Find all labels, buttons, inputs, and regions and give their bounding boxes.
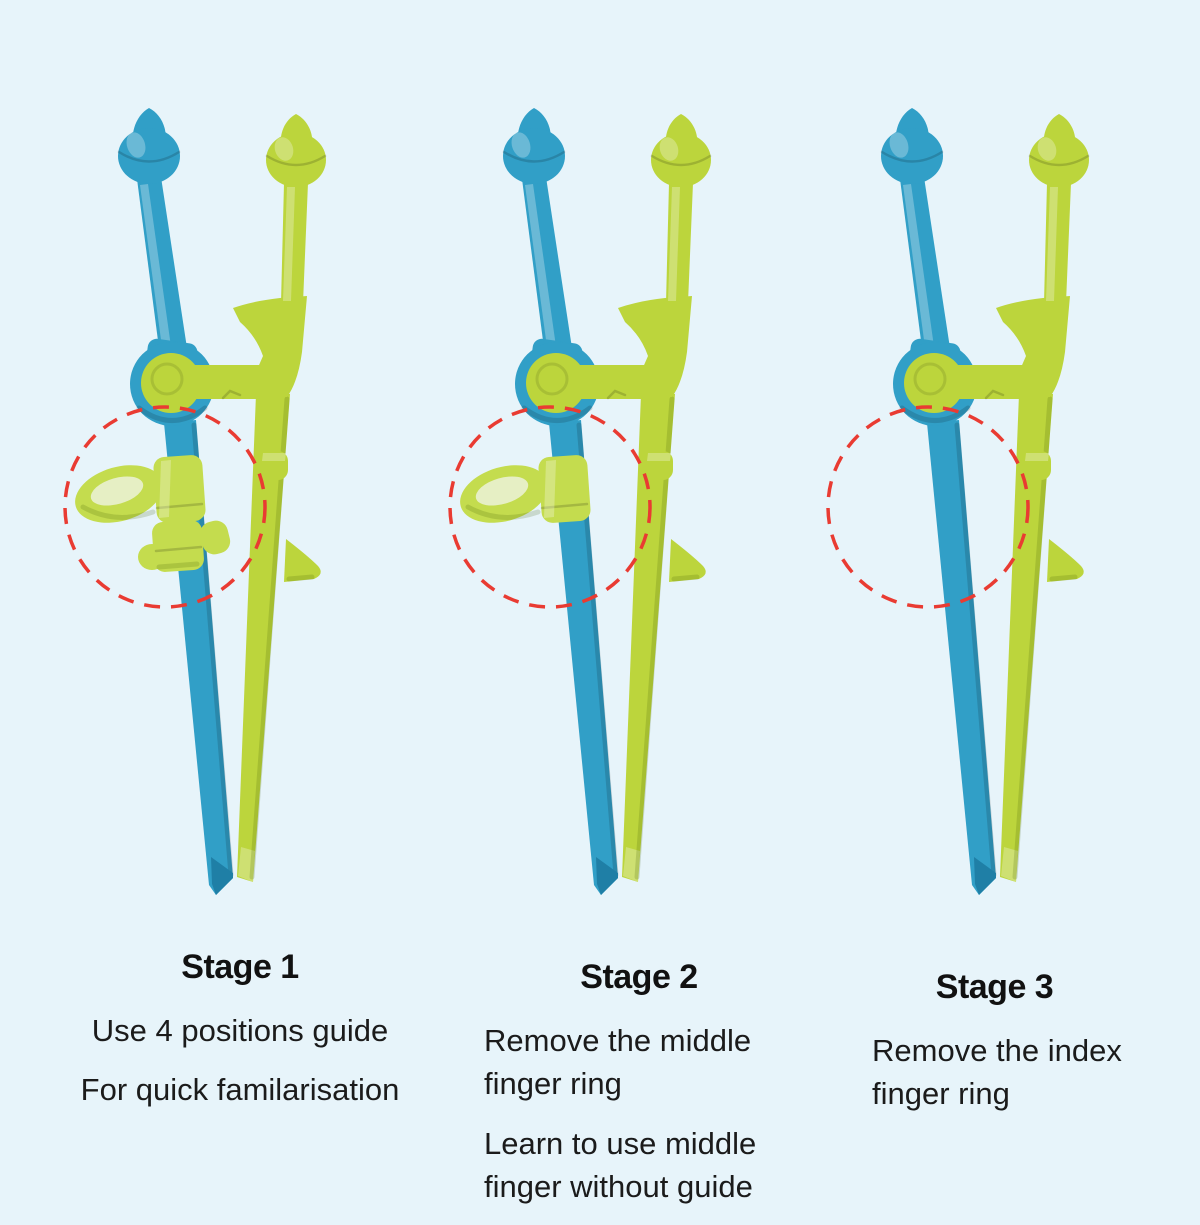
- green-bracket: [233, 296, 307, 397]
- green-upper-stick: [1044, 183, 1071, 303]
- thumb-rest: [1047, 539, 1084, 582]
- green-bracket: [618, 296, 692, 397]
- blue-tip: [974, 857, 996, 895]
- index-ring-sleeve: [153, 455, 206, 523]
- blue-tip: [211, 857, 233, 895]
- chopsticks-illustration-stage-2: [440, 95, 770, 925]
- green-bracket: [996, 296, 1070, 397]
- hinge-button: [152, 364, 182, 394]
- middle-ring-sleeve: [152, 520, 204, 572]
- green-step: [1024, 451, 1051, 480]
- blue-lower-stick: [927, 420, 996, 895]
- blue-tip: [596, 857, 618, 895]
- description-line: Remove the middle finger ring: [484, 1023, 752, 1102]
- chopsticks-illustration-stage-1: [55, 95, 385, 925]
- green-chopstick: [141, 114, 327, 882]
- green-step: [646, 451, 673, 480]
- blue-knob: [880, 108, 944, 184]
- blue-knob: [502, 108, 566, 184]
- index-ring-sleeve: [538, 455, 591, 523]
- green-chopstick: [526, 114, 712, 882]
- description-line: For quick familarisation: [80, 1072, 400, 1108]
- stage-3-description: Remove the index finger ring: [872, 1029, 1157, 1116]
- middle-finger-ring: [138, 520, 231, 572]
- blue-upper-stick: [900, 177, 955, 387]
- green-chopstick: [904, 114, 1090, 882]
- description-line: Learn to use middle finger without guide: [484, 1125, 757, 1205]
- middle-ring-right-stub: [200, 520, 231, 555]
- green-knob: [265, 114, 327, 187]
- index-finger-ring: [460, 455, 591, 523]
- green-knob: [650, 114, 712, 187]
- green-lower-stick: [1000, 394, 1053, 882]
- green-knob: [1028, 114, 1090, 187]
- description-line: Remove the index finger ring: [872, 1033, 1122, 1112]
- description-line: Use 4 positions guide: [91, 1013, 389, 1048]
- guide-highlight-circle: [826, 405, 1030, 609]
- stage-2-title: Stage 2: [580, 958, 698, 996]
- blue-lower-stick: [549, 420, 618, 895]
- blue-chopstick: [502, 108, 619, 895]
- index-finger-ring: [75, 455, 206, 523]
- green-step: [261, 451, 288, 480]
- blue-chopstick: [880, 108, 997, 895]
- green-upper-stick: [666, 183, 693, 303]
- stage-3-title: Stage 3: [935, 968, 1054, 1006]
- thumb-rest: [669, 539, 706, 582]
- thumb-rest: [284, 539, 321, 582]
- blue-upper-stick: [522, 177, 577, 387]
- blue-knob: [117, 108, 181, 184]
- green-upper-stick: [281, 183, 308, 303]
- guide-highlight-circle: [63, 405, 267, 609]
- stage-3-caption: Stage 3 Remove the index finger ring: [872, 968, 1157, 1132]
- hinge-button: [915, 364, 945, 394]
- chopsticks-illustration-stage-3: [818, 95, 1148, 925]
- hinge-button: [537, 364, 567, 394]
- guide-highlight-circle: [448, 405, 652, 609]
- blue-upper-stick: [137, 177, 192, 387]
- green-lower-stick: [622, 394, 675, 882]
- green-lower-stick: [237, 394, 290, 882]
- stage-1-title: Stage 1: [181, 948, 299, 986]
